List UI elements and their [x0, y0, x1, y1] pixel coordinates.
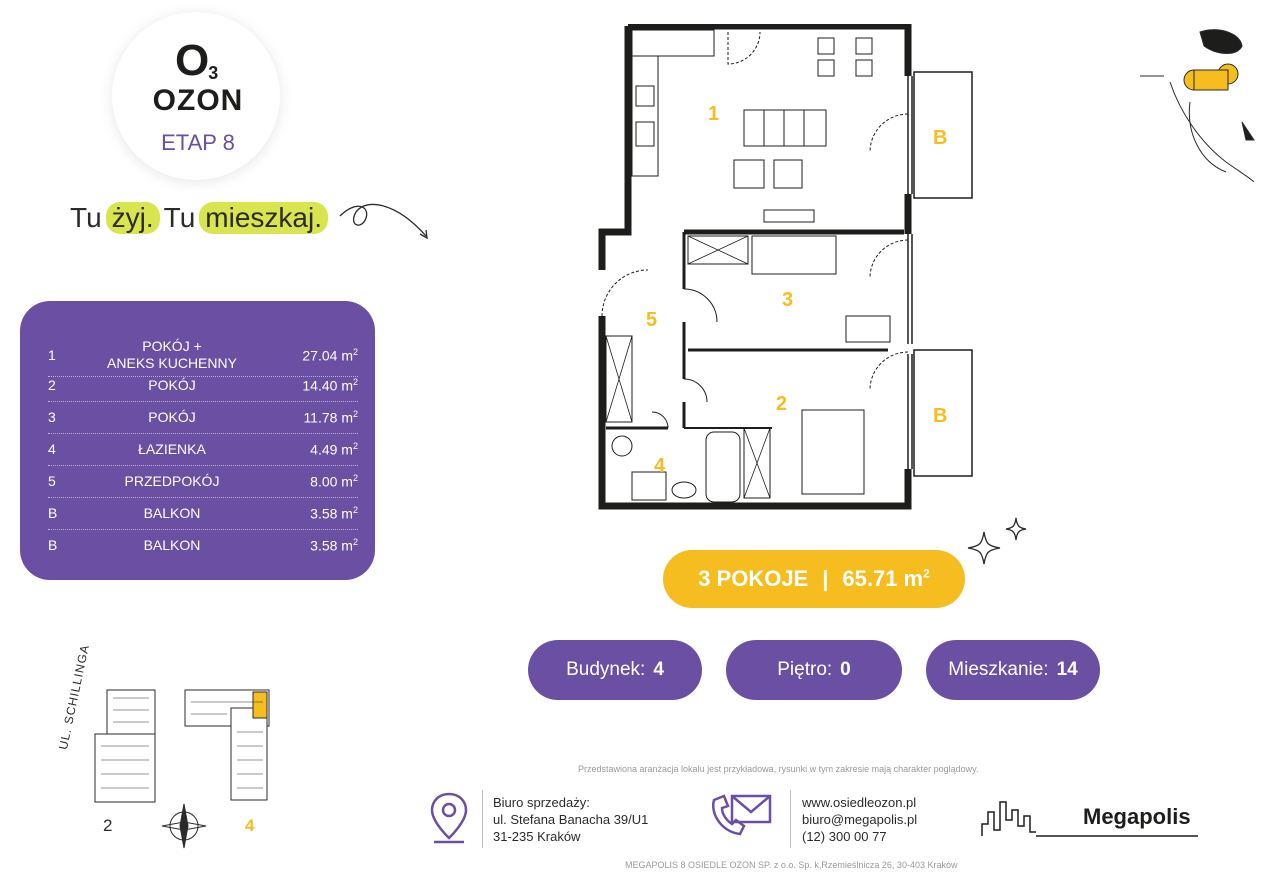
room-number: 1: [48, 347, 56, 363]
room-count: 3 POKOJE: [698, 566, 809, 591]
floor-value: 0: [840, 659, 851, 680]
room-area: 3.58 m2: [310, 536, 358, 554]
slogan-part: Tu: [70, 202, 102, 233]
plan-label-balcony: B: [933, 405, 947, 427]
apartment-value: 14: [1056, 659, 1078, 680]
room-row: 2 POKÓJ 14.40 m2: [48, 370, 358, 402]
room-row: B BALKON 3.58 m2: [48, 530, 358, 560]
room-number: 2: [48, 377, 56, 393]
room-row: 1 POKÓJ +ANEKS KUCHENNY 27.04 m2: [48, 335, 358, 377]
building-number-label: 2: [103, 816, 113, 835]
room-name: POKÓJ: [148, 376, 196, 393]
room-name: PRZEDPOKÓJ: [124, 472, 220, 489]
total-area: 65.71 m2: [842, 566, 930, 591]
website-link[interactable]: www.osiedleozon.pl: [802, 795, 917, 810]
office-street: ul. Stefana Banacha 39/U1: [493, 812, 649, 827]
phone-envelope-icon: [711, 794, 772, 836]
stage-label: ETAP 8: [161, 130, 235, 155]
room-name: ŁAZIENKA: [138, 440, 206, 457]
room-row: B BALKON 3.58 m2: [48, 498, 358, 530]
plan-label-room-3: 3: [782, 289, 793, 311]
room-number: 5: [48, 473, 56, 489]
slogan-highlight: mieszkaj.: [199, 202, 328, 234]
room-area: 8.00 m2: [310, 472, 358, 490]
arrow-swirl-icon: [339, 203, 428, 240]
sales-office: Biuro sprzedaży: ul. Stefana Banacha 39/…: [493, 794, 648, 845]
plan-label-room-4: 4: [654, 455, 666, 477]
floor-plan: 1 2 3 4 5 B B: [598, 24, 973, 510]
slogan-part: Tu: [163, 202, 196, 233]
plan-label-room-2: 2: [776, 393, 787, 415]
building-label: Budynek:: [566, 659, 646, 680]
phone-number[interactable]: (12) 300 00 77: [802, 829, 887, 844]
room-number: 3: [48, 409, 56, 425]
sparkle-icon: [967, 517, 1027, 565]
site-map: [94, 689, 270, 803]
room-area: 14.40 m2: [302, 376, 358, 394]
legal-footer: MEGAPOLIS 8 OSIEDLE OZON SP. z o.o. Sp. …: [625, 860, 958, 870]
room-table: 1 POKÓJ +ANEKS KUCHENNY 27.04 m2 2 POKÓJ…: [20, 301, 375, 580]
floor-label: Piętro:: [777, 659, 833, 680]
plan-label-balcony: B: [933, 127, 947, 149]
room-row: 3 POKÓJ 11.78 m2: [48, 402, 358, 434]
office-heading: Biuro sprzedaży:: [493, 795, 590, 810]
logo-mark: O3: [175, 36, 218, 85]
room-name: POKÓJ +ANEKS KUCHENNY: [107, 338, 237, 371]
slogan-highlight: żyj.: [105, 202, 160, 234]
contact-info: www.osiedleozon.pl biuro@megapolis.pl (1…: [802, 794, 917, 845]
plan-label-room-5: 5: [646, 309, 657, 331]
plan-label-room-1: 1: [708, 103, 719, 125]
building-value: 4: [653, 659, 664, 680]
room-area: 4.49 m2: [310, 440, 358, 458]
compass-icon: [161, 803, 207, 849]
building-number-label-active: 4: [245, 816, 255, 835]
room-number: B: [48, 537, 58, 553]
office-city: 31-235 Kraków: [493, 829, 581, 844]
developer-name: Megapolis: [1083, 804, 1191, 829]
logo-badge: [112, 12, 280, 180]
email-link[interactable]: biuro@megapolis.pl: [802, 812, 918, 827]
apartment-summary: 3 POKOJE | 65.71 m2: [663, 550, 965, 608]
apartment-label: Mieszkanie:: [948, 659, 1049, 680]
disclaimer: Przedstawiona aranżacja lokalu jest przy…: [578, 764, 979, 774]
megapolis-skyline-logo: [981, 801, 1198, 837]
room-number: B: [48, 505, 58, 521]
apartment-badge: Mieszkanie: 14: [926, 640, 1100, 700]
summary-separator: |: [822, 566, 829, 591]
room-row: 4 ŁAZIENKA 4.49 m2: [48, 434, 358, 466]
building-badge: Budynek: 4: [528, 640, 702, 700]
logo-name: OZON: [152, 84, 244, 117]
location-pin-icon: [430, 792, 468, 844]
room-area: 3.58 m2: [310, 504, 358, 522]
room-name: BALKON: [143, 504, 201, 521]
room-name: BALKON: [143, 536, 201, 553]
floor-badge: Piętro: 0: [726, 640, 902, 700]
room-area: 27.04 m2: [302, 346, 358, 364]
footer-divider: [790, 790, 791, 848]
room-name: POKÓJ: [148, 408, 196, 425]
room-number: 4: [48, 441, 56, 457]
footer-divider: [482, 790, 483, 848]
slogan: Tu żyj. Tu mieszkaj.: [70, 202, 328, 234]
room-row: 5 PRZEDPOKÓJ 8.00 m2: [48, 466, 358, 498]
binoculars-character-illustration: [1140, 29, 1255, 182]
room-area: 11.78 m2: [303, 408, 358, 426]
